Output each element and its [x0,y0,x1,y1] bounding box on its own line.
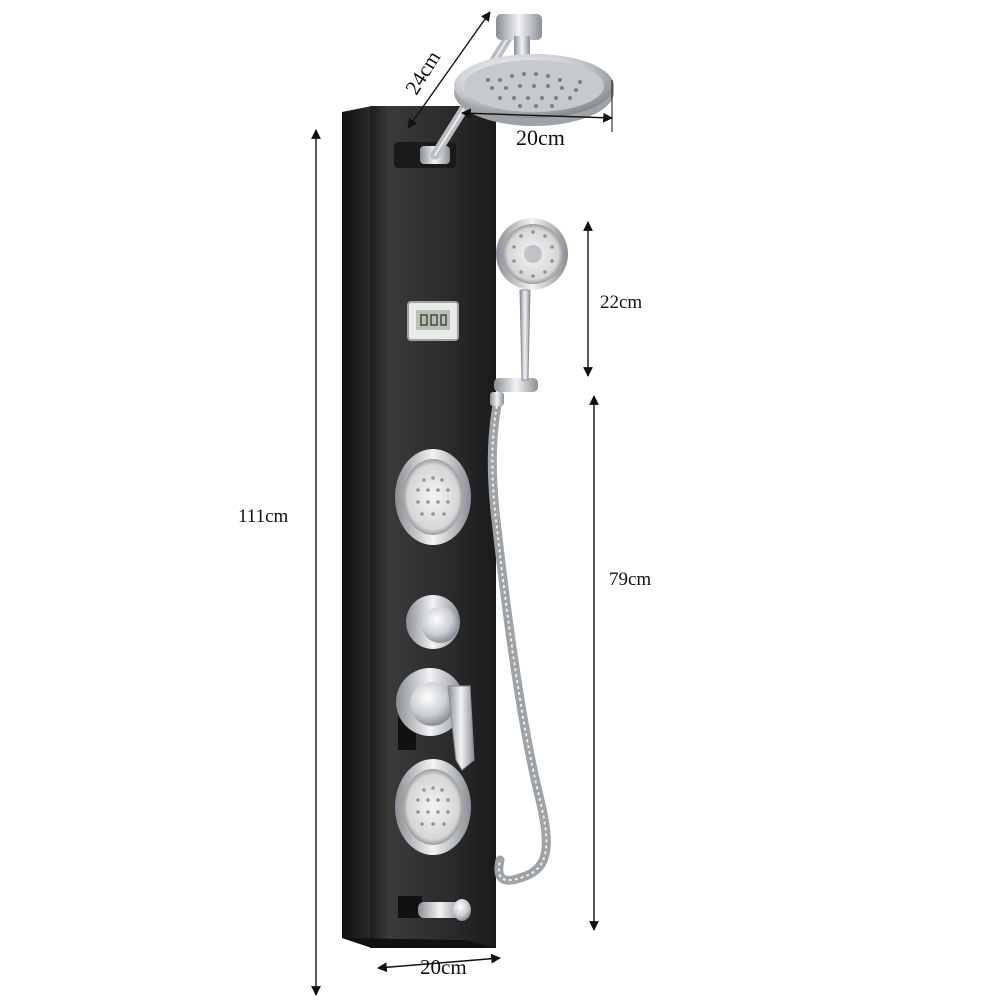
handheld-shower [487,218,568,885]
body-jet-lower [395,759,471,855]
panel-width-label: 20cm [420,955,467,979]
panel-height-label: 111cm [238,506,289,527]
dimension-lines [311,11,613,996]
hose-length-label: 79cm [609,569,652,590]
temperature-display [407,301,459,341]
mixer-lever [396,668,475,771]
body-jet-upper [395,449,471,545]
tub-spout [398,896,471,921]
head-diameter-label: 20cm [516,125,565,150]
diverter-knob [406,595,460,649]
handheld-length-label: 22cm [600,292,643,313]
